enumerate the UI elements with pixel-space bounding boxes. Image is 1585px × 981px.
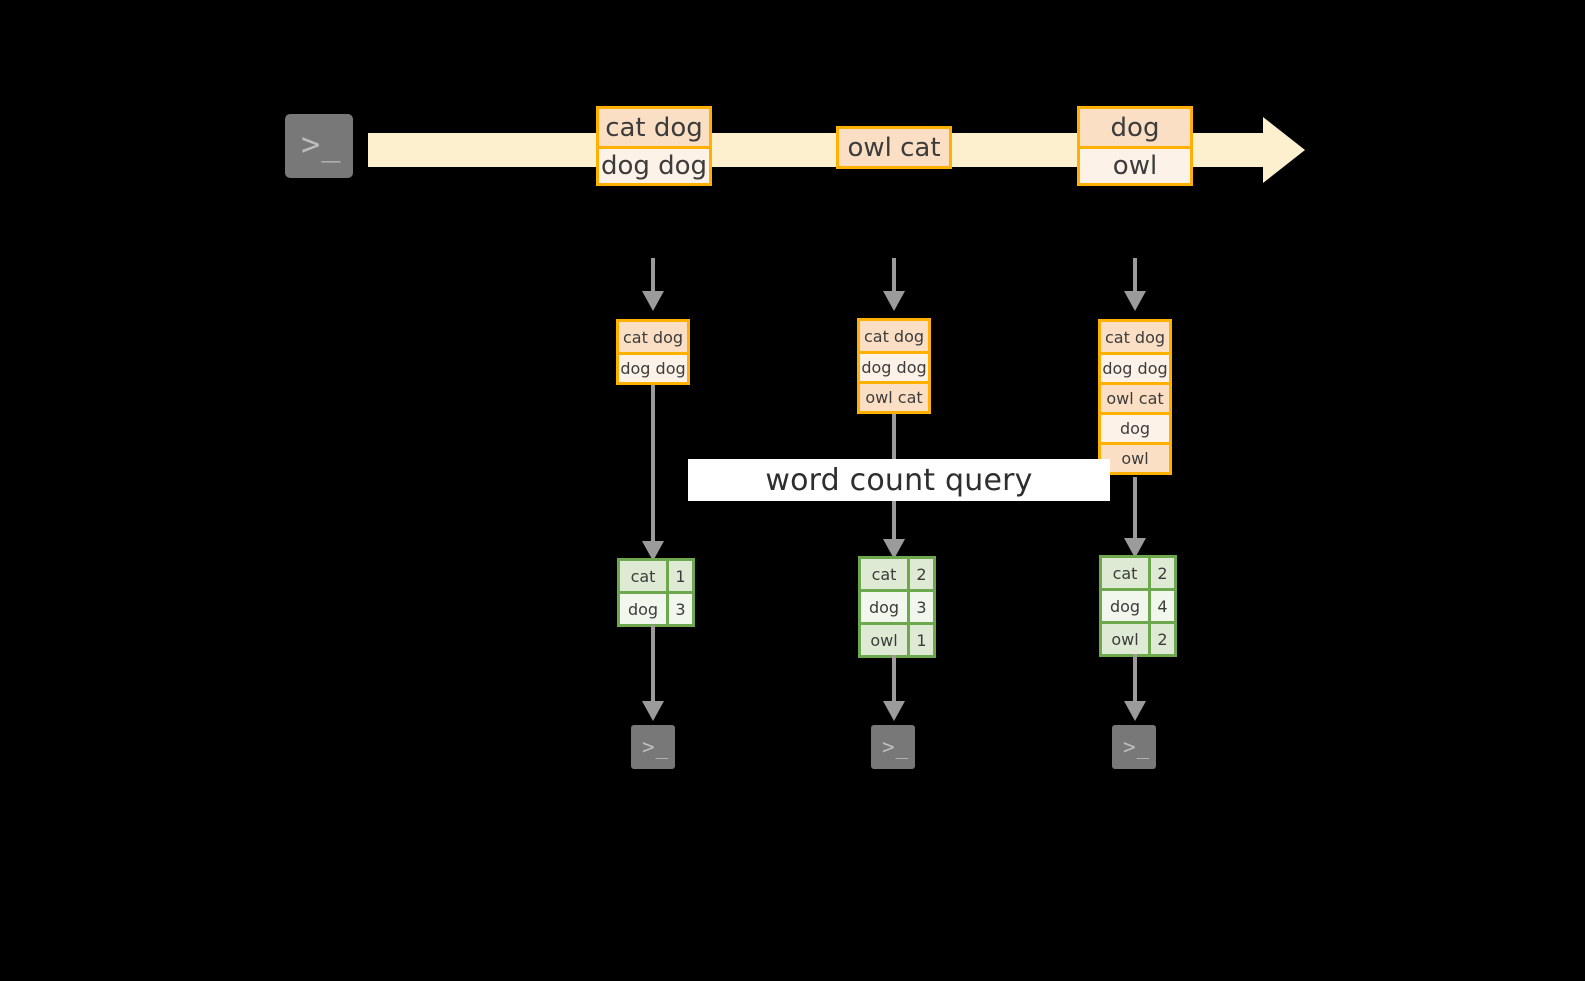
trigger-1-result-table[interactable]: cat 1 dog 3 [617, 558, 695, 627]
result-word: cat [861, 559, 907, 589]
query-label-text: word count query [765, 462, 1033, 498]
table-row: owl 2 [1102, 621, 1174, 654]
trigger-3-sink-terminal[interactable]: >_ [1103, 716, 1165, 778]
input-line: cat dog [1101, 322, 1169, 352]
result-count: 3 [907, 592, 933, 622]
stream-event-line: dog [1080, 109, 1190, 146]
trigger-2-input-table[interactable]: cat dog dog dog owl cat [857, 318, 931, 414]
input-line: dog dog [860, 351, 928, 381]
input-line: cat dog [860, 321, 928, 351]
trigger-2-result-table[interactable]: cat 2 dog 3 owl 1 [858, 556, 936, 658]
stream-event-batch-2[interactable]: owl cat [836, 126, 952, 169]
result-count: 2 [907, 559, 933, 589]
result-word: dog [1102, 591, 1148, 621]
result-word: cat [620, 561, 666, 591]
query-label: word count query [688, 459, 1110, 501]
input-line: owl cat [860, 381, 928, 411]
table-row: cat 2 [1102, 558, 1174, 588]
trigger-2-input-connector [892, 258, 896, 292]
trigger-2-sink-terminal[interactable]: >_ [862, 716, 924, 778]
result-count: 2 [1148, 624, 1174, 654]
result-word: owl [861, 625, 907, 655]
result-count: 1 [907, 625, 933, 655]
table-row: owl 1 [861, 622, 933, 655]
stream-event-batch-3[interactable]: dog owl [1077, 106, 1193, 186]
trigger-3-result-table[interactable]: cat 2 dog 4 owl 2 [1099, 555, 1177, 657]
input-line: owl cat [1101, 382, 1169, 412]
trigger-2-sink-connector [892, 655, 896, 705]
trigger-3-input-table[interactable]: cat dog dog dog owl cat dog owl [1098, 319, 1172, 475]
stream-arrowhead [1263, 117, 1305, 183]
trigger-1-input-table[interactable]: cat dog dog dog [616, 319, 690, 385]
input-line: dog [1101, 412, 1169, 442]
trigger-3-query-connector [1133, 477, 1137, 543]
terminal-prompt-icon: >_ [882, 735, 910, 759]
table-row: cat 2 [861, 559, 933, 589]
table-row: dog 4 [1102, 588, 1174, 621]
result-word: owl [1102, 624, 1148, 654]
stream-event-line: cat dog [599, 109, 709, 146]
source-terminal[interactable]: >_ [276, 105, 362, 187]
terminal-prompt-icon: >_ [301, 125, 342, 163]
trigger-3-query-arrowhead [1124, 538, 1146, 558]
result-count: 4 [1148, 591, 1174, 621]
table-row: dog 3 [620, 591, 692, 624]
stream-event-batch-1[interactable]: cat dog dog dog [596, 106, 712, 186]
table-row: cat 1 [620, 561, 692, 591]
terminal-prompt-icon: >_ [1123, 735, 1151, 759]
result-word: cat [1102, 558, 1148, 588]
terminal-prompt-icon: >_ [642, 735, 670, 759]
result-word: dog [620, 594, 666, 624]
result-count: 3 [666, 594, 692, 624]
result-count: 2 [1148, 558, 1174, 588]
trigger-1-input-connector [651, 258, 655, 292]
result-count: 1 [666, 561, 692, 591]
stream-event-line: owl [1080, 146, 1190, 183]
trigger-3-input-connector [1133, 258, 1137, 292]
trigger-2-input-arrowhead [883, 291, 905, 311]
input-line: cat dog [619, 322, 687, 352]
stream-event-line: dog dog [599, 146, 709, 183]
trigger-2-query-arrowhead [883, 539, 905, 559]
trigger-1-sink-connector [651, 625, 655, 705]
input-line: dog dog [1101, 352, 1169, 382]
trigger-1-query-arrowhead [642, 541, 664, 561]
trigger-1-sink-terminal[interactable]: >_ [622, 716, 684, 778]
trigger-1-input-arrowhead [642, 291, 664, 311]
input-line: dog dog [619, 352, 687, 382]
trigger-3-input-arrowhead [1124, 291, 1146, 311]
trigger-1-query-connector [651, 385, 655, 545]
trigger-3-sink-connector [1133, 654, 1137, 705]
result-word: dog [861, 592, 907, 622]
table-row: dog 3 [861, 589, 933, 622]
input-line: owl [1101, 442, 1169, 472]
stream-event-line: owl cat [839, 129, 949, 166]
